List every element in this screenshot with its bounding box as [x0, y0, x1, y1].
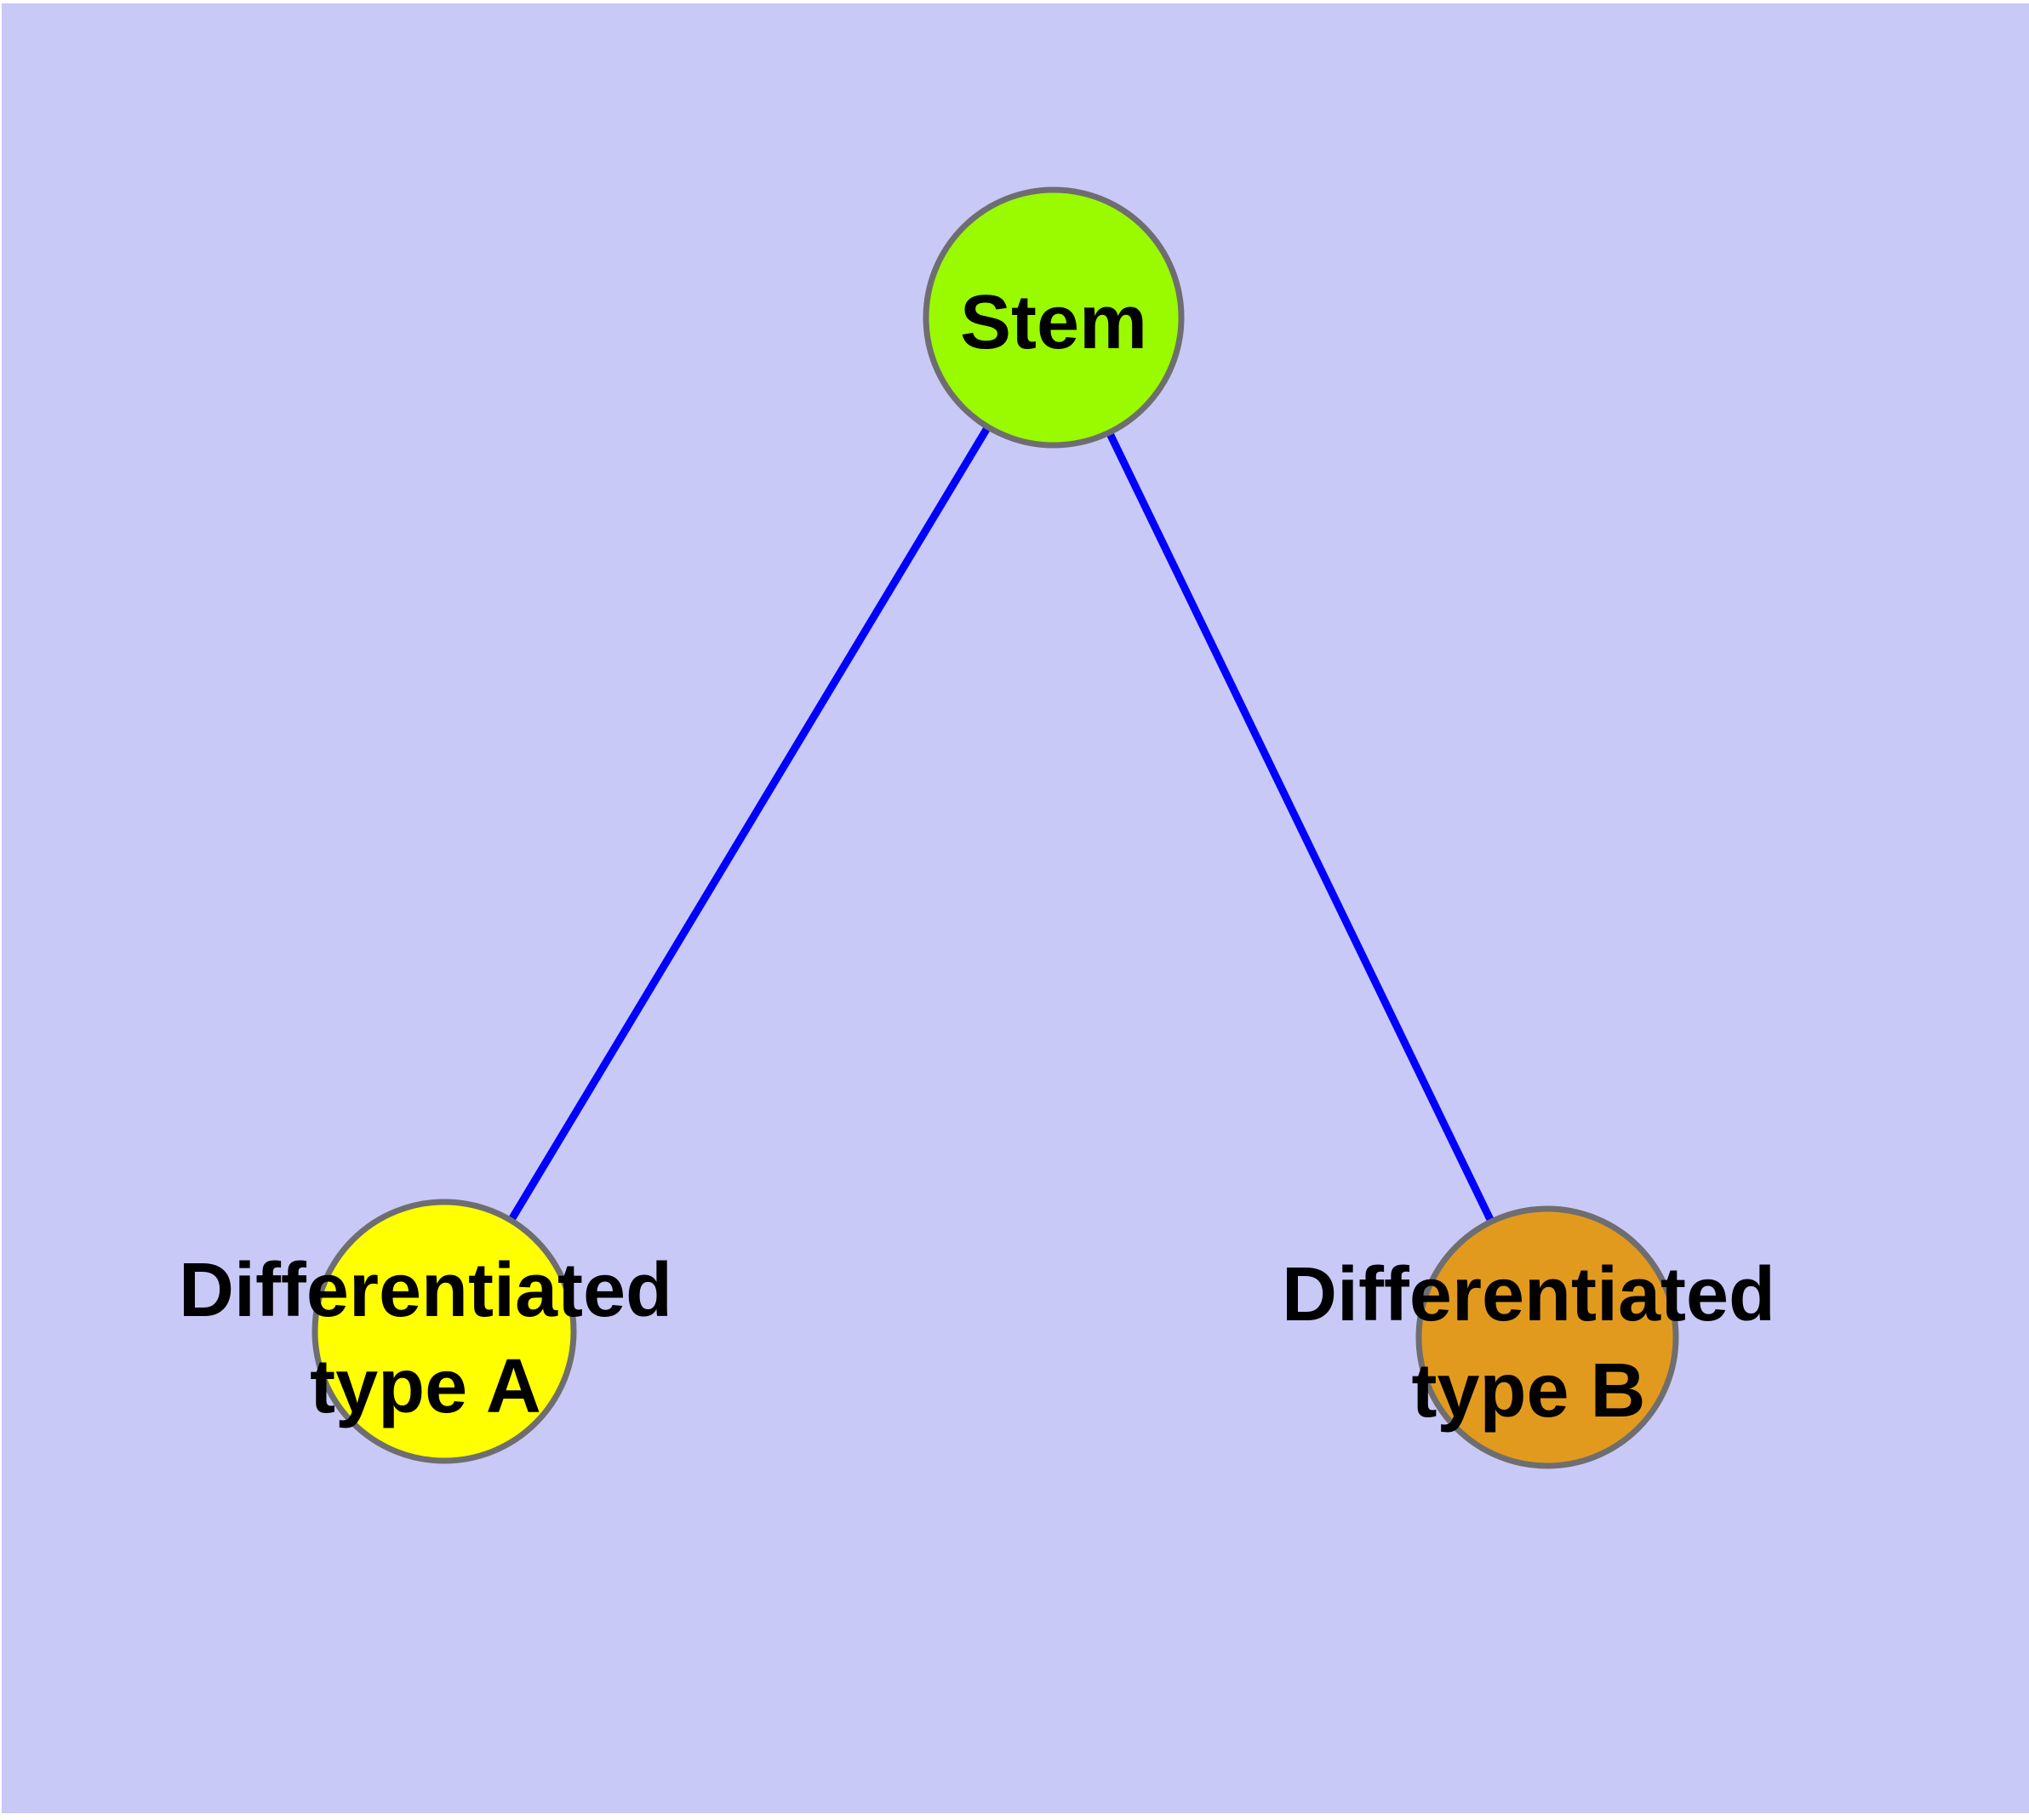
- node-type-a-label-line2: type A: [310, 1344, 541, 1429]
- node-type-b: Differentiated type B: [1282, 1205, 1775, 1469]
- node-type-b-label-line1: Differentiated: [1282, 1252, 1775, 1337]
- node-type-b-circle: [1415, 1205, 1679, 1469]
- node-type-a-label-line1: Differentiated: [179, 1248, 672, 1333]
- node-stem-circle: [923, 186, 1185, 449]
- node-type-a: Differentiated type A: [179, 1199, 672, 1464]
- edge-stem-to-type-a: [441, 315, 1057, 1334]
- edge-stem-to-type-b: [1049, 316, 1552, 1339]
- node-type-a-circle: [311, 1199, 577, 1464]
- node-stem-label: Stem: [960, 280, 1147, 365]
- node-type-b-label-line2: type B: [1411, 1348, 1645, 1434]
- node-stem: Stem: [923, 186, 1185, 449]
